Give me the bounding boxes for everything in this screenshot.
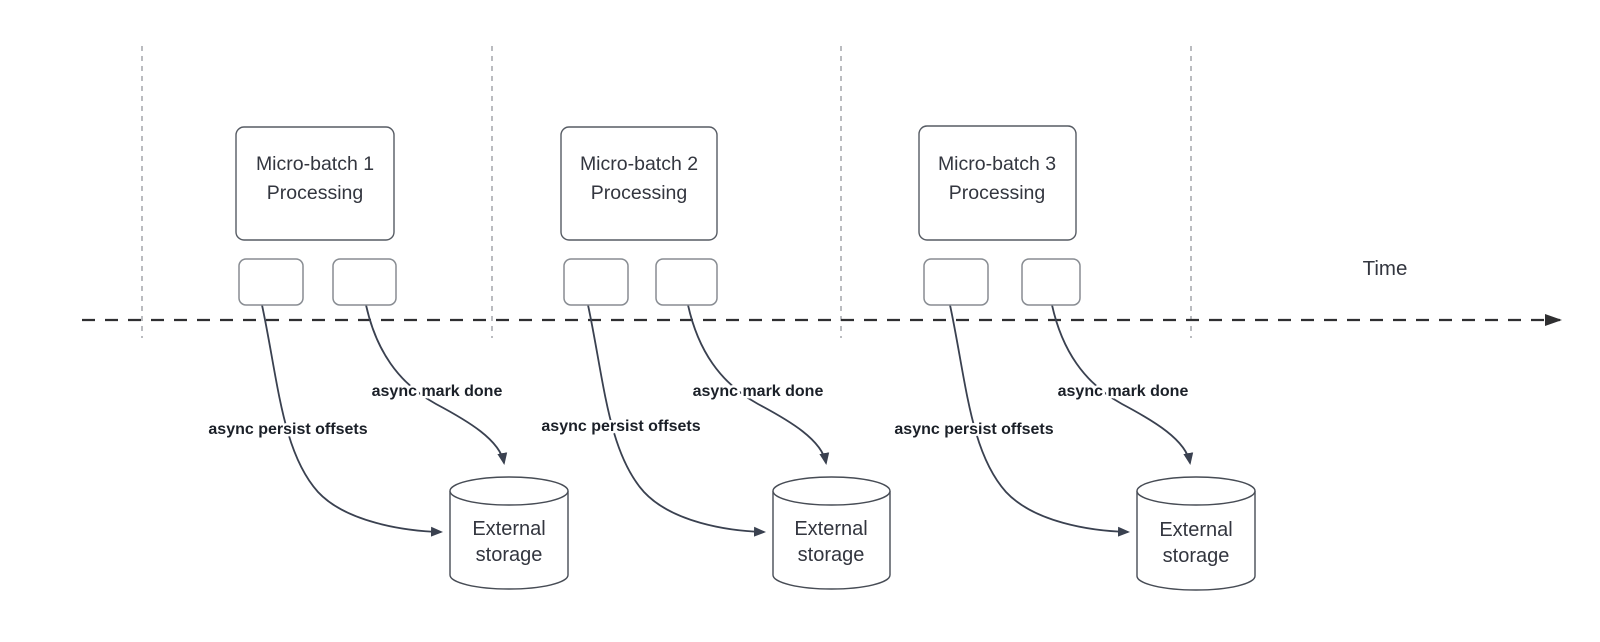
persist-offsets-label-3: async persist offsets [894, 421, 1053, 438]
mark-done-arrow-3 [1051, 304, 1194, 465]
processing-box-3-title-line1: Micro-batch 3 [938, 153, 1056, 175]
processing-box-1-title-line2: Processing [267, 182, 363, 204]
processing-box-3 [918, 125, 1077, 241]
time-axis-label: Time [1363, 257, 1408, 280]
commit-task-box-1 [332, 258, 397, 306]
cylinder-body-1 [449, 491, 569, 590]
micro-batch-group-3: Micro-batch 3 Processing async persist o… [892, 125, 1256, 591]
commit-task-box-3 [1021, 258, 1081, 306]
offset-task-box-1 [238, 258, 304, 306]
persist-offsets-label-2: async persist offsets [541, 418, 700, 435]
mark-done-label-3: async mark done [1058, 383, 1189, 400]
processing-box-2 [560, 126, 718, 241]
external-storage-cylinder-1: External storage [449, 476, 569, 590]
storage-label-2-line2: storage [798, 544, 865, 566]
micro-batch-group-2: Micro-batch 2 Processing async persist o… [539, 126, 891, 590]
mark-done-arrow-2 [687, 304, 830, 465]
processing-box-3-title-line2: Processing [949, 182, 1045, 204]
cylinder-top-3 [1136, 476, 1256, 506]
micro-batch-group-1: Micro-batch 1 Processing async persist o… [206, 126, 569, 590]
persist-offsets-arrow-2 [587, 304, 766, 537]
persist-offsets-arrow-1 [261, 304, 443, 537]
storage-label-1-line1: External [472, 518, 545, 540]
processing-box-1-title-line1: Micro-batch 1 [256, 153, 374, 175]
offset-task-box-3 [923, 258, 989, 306]
mark-done-label-1: async mark done [372, 383, 503, 400]
external-storage-cylinder-3: External storage [1136, 476, 1256, 591]
cylinder-body-3 [1136, 491, 1256, 591]
storage-label-3-line1: External [1159, 519, 1232, 541]
cylinder-top-2 [772, 476, 891, 506]
persist-offsets-arrow-3 [949, 304, 1130, 537]
offset-task-box-2 [563, 258, 629, 306]
cylinder-top-1 [449, 476, 569, 506]
storage-label-2-line1: External [794, 518, 867, 540]
cylinder-body-2 [772, 491, 891, 590]
persist-offsets-label-1: async persist offsets [208, 421, 367, 438]
commit-task-box-2 [655, 258, 718, 306]
external-storage-cylinder-2: External storage [772, 476, 891, 590]
storage-label-3-line2: storage [1163, 545, 1230, 567]
storage-label-1-line2: storage [476, 544, 543, 566]
mark-done-label-2: async mark done [693, 383, 824, 400]
mark-done-arrow-1 [365, 304, 508, 465]
processing-box-1 [235, 126, 395, 241]
processing-box-2-title-line2: Processing [591, 182, 687, 204]
processing-box-2-title-line1: Micro-batch 2 [580, 153, 698, 175]
